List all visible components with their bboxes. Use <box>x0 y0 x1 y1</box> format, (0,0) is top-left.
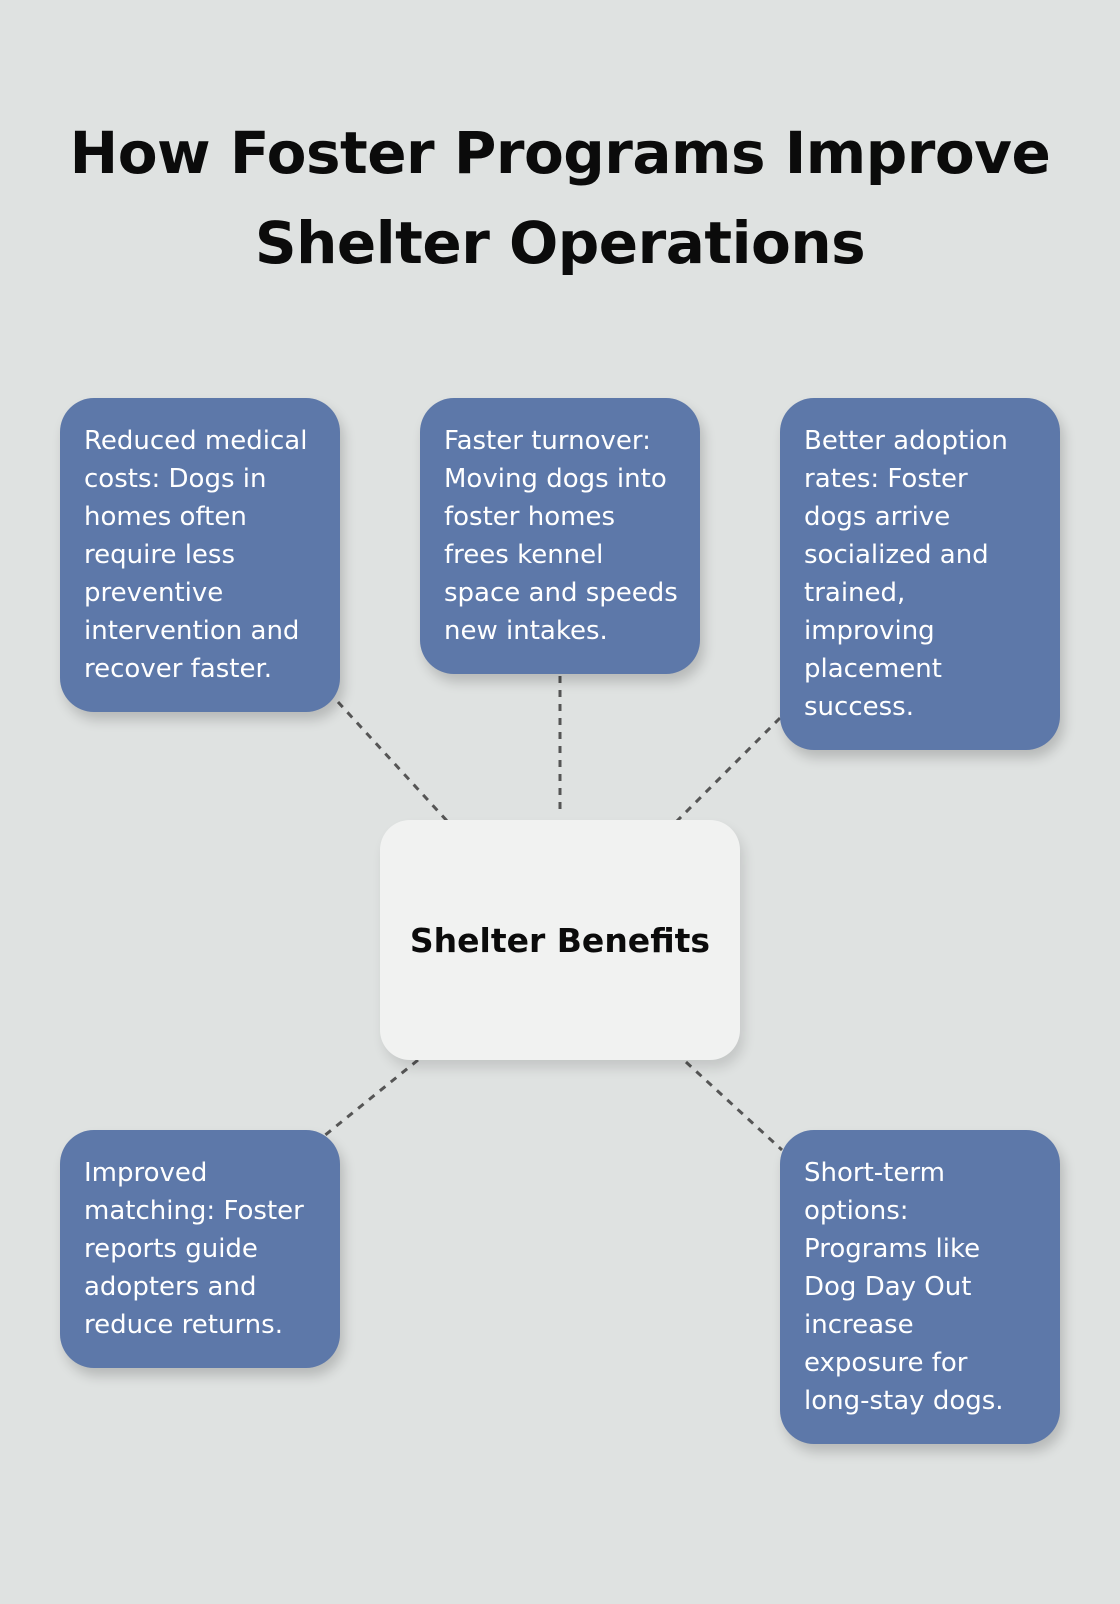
benefit-card-adoption-rates: Better adoption rates: Foster dogs arriv… <box>780 398 1060 750</box>
benefit-card-improved-matching: Improved matching: Foster reports guide … <box>60 1130 340 1368</box>
benefit-card-medical-costs: Reduced medical costs: Dogs in homes oft… <box>60 398 340 712</box>
benefit-text: Reduced medical costs: Dogs in homes oft… <box>84 426 308 684</box>
benefit-text: Faster turnover: Moving dogs into foster… <box>444 426 678 646</box>
diagram-title: How Foster Programs Improve Shelter Oper… <box>40 108 1080 288</box>
connector-adoption <box>674 716 782 824</box>
benefit-text: Short-term options: Programs like Dog Da… <box>804 1158 1004 1416</box>
benefit-text: Improved matching: Foster reports guide … <box>84 1158 304 1340</box>
connector-matching <box>323 1058 419 1138</box>
connector-short-term <box>684 1060 784 1152</box>
benefit-card-faster-turnover: Faster turnover: Moving dogs into foster… <box>420 398 700 674</box>
benefit-text: Better adoption rates: Foster dogs arriv… <box>804 426 1008 722</box>
connector-medical <box>336 700 450 824</box>
title-line-2: Shelter Operations <box>254 209 866 277</box>
title-line-1: How Foster Programs Improve <box>69 119 1051 187</box>
benefit-card-short-term-options: Short-term options: Programs like Dog Da… <box>780 1130 1060 1444</box>
center-label: Shelter Benefits <box>409 920 711 960</box>
center-node: Shelter Benefits <box>380 820 740 1060</box>
